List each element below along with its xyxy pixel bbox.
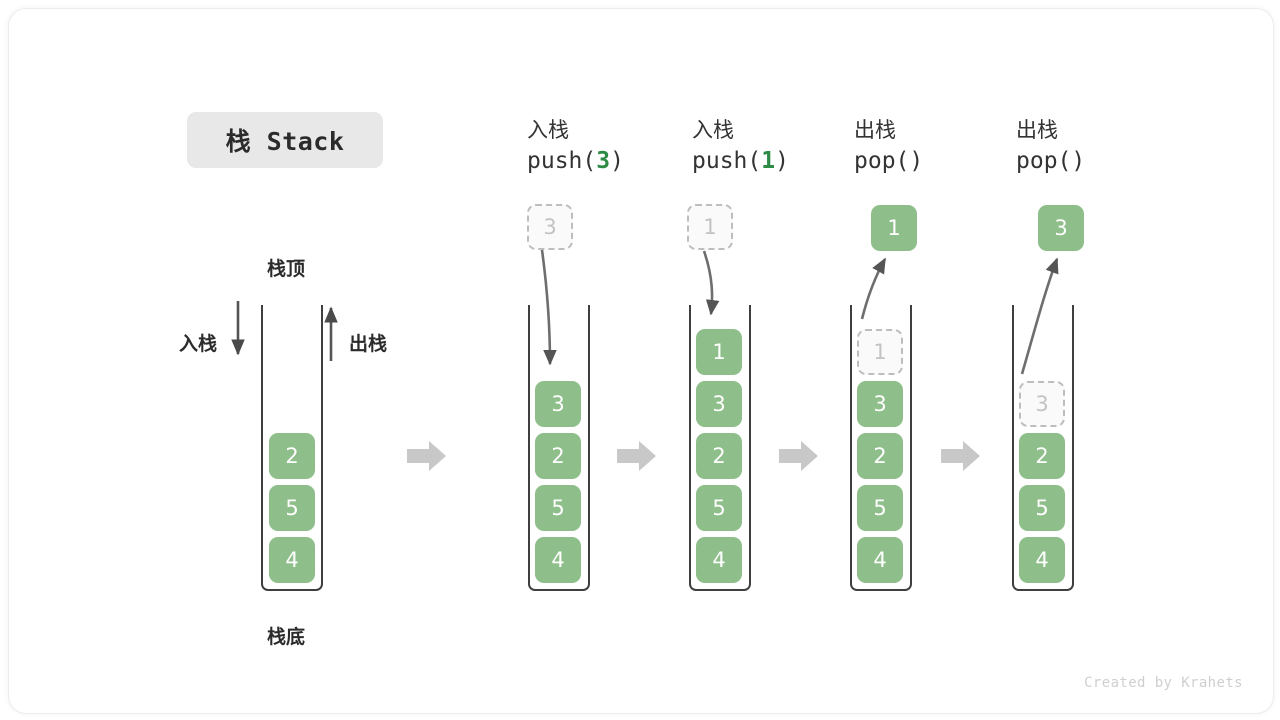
stage-header-cjk: 出栈 — [1016, 118, 1058, 142]
stage-header-cjk: 入栈 — [692, 118, 734, 142]
stage-header-code: pop() — [1016, 145, 1085, 177]
stage-header-code: push(3) — [527, 145, 624, 177]
code-prefix: pop( — [1016, 148, 1072, 174]
stack-cell: 2 — [857, 433, 903, 479]
transition-arrow-icon — [941, 441, 980, 471]
stack-cell: 4 — [857, 537, 903, 583]
stage-header-code: pop() — [854, 145, 923, 177]
stack-cell: 5 — [269, 485, 315, 531]
code-prefix: push( — [527, 148, 597, 174]
transition-arrow-icon — [779, 441, 818, 471]
code-prefix: pop( — [854, 148, 910, 174]
transition-arrow-icon — [617, 441, 656, 471]
stack-container-initial — [261, 305, 323, 591]
stage-header-cjk: 出栈 — [854, 118, 896, 142]
stack-cell: 1 — [857, 329, 903, 375]
stack-cell: 3 — [857, 381, 903, 427]
push-direction-label: 入栈 — [179, 333, 218, 355]
stack-cell: 4 — [269, 537, 315, 583]
stack-container-pop-1 — [850, 305, 912, 591]
stack-cell: 4 — [696, 537, 742, 583]
floating-cell: 3 — [527, 204, 573, 250]
code-suffix: ) — [1071, 148, 1086, 174]
diagram-title-chip: 栈 Stack — [187, 112, 383, 168]
stack-container-push-1 — [689, 305, 751, 591]
floating-cell: 3 — [1038, 205, 1084, 251]
stack-cell: 5 — [535, 485, 581, 531]
stage-header-code: push(1) — [692, 145, 789, 177]
diagram-canvas: 栈 Stack 栈顶 栈底 入栈 出栈 2 5 4 入栈 push(3) 3 3… — [8, 8, 1274, 714]
stack-top-label: 栈顶 — [267, 258, 306, 280]
stage-header-cjk: 入栈 — [527, 118, 569, 142]
stack-cell: 2 — [535, 433, 581, 479]
stack-cell: 5 — [1019, 485, 1065, 531]
code-arg: 1 — [761, 148, 776, 174]
transition-arrow-icon — [407, 441, 446, 471]
stack-cell: 4 — [1019, 537, 1065, 583]
code-suffix: ) — [909, 148, 924, 174]
stage-header-pop-1: 出栈 pop() — [854, 115, 923, 177]
credit-text: Created by Krahets — [1084, 675, 1243, 691]
stage-header-push-1: 入栈 push(1) — [692, 115, 789, 177]
stack-cell: 5 — [857, 485, 903, 531]
floating-cell: 1 — [687, 204, 733, 250]
stack-cell: 2 — [269, 433, 315, 479]
code-arg: 3 — [596, 148, 611, 174]
stage-header-push-3: 入栈 push(3) — [527, 115, 624, 177]
stack-cell: 4 — [535, 537, 581, 583]
stack-cell: 2 — [1019, 433, 1065, 479]
code-suffix: ) — [775, 148, 789, 174]
stack-cell: 3 — [535, 381, 581, 427]
code-suffix: ) — [610, 148, 624, 174]
stage-header-pop-3: 出栈 pop() — [1016, 115, 1085, 177]
stack-container-push-3 — [528, 305, 590, 591]
stack-cell: 3 — [696, 381, 742, 427]
stack-cell: 3 — [1019, 381, 1065, 427]
stack-cell: 2 — [696, 433, 742, 479]
code-prefix: push( — [692, 148, 762, 174]
page-title: 栈 Stack — [225, 127, 345, 156]
stack-cell: 5 — [696, 485, 742, 531]
stack-cell: 1 — [696, 329, 742, 375]
pop-direction-label: 出栈 — [349, 333, 388, 355]
floating-cell: 1 — [871, 205, 917, 251]
stack-bottom-label: 栈底 — [267, 626, 306, 648]
stack-container-pop-3 — [1012, 305, 1074, 591]
